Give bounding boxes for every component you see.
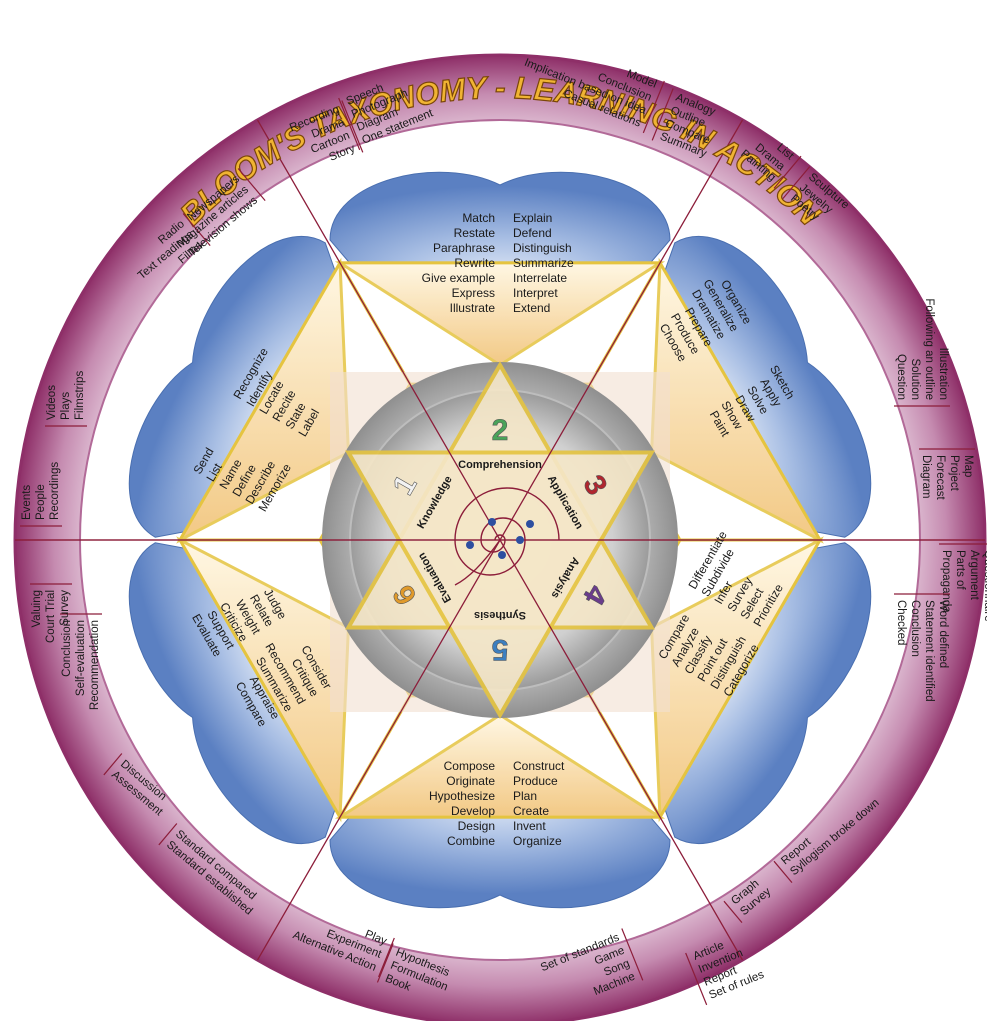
products-right-upper-a-item: Following an outline	[923, 298, 935, 400]
comprehension-left-item: Express	[452, 286, 495, 300]
comprehension-left-item: Give example	[422, 271, 496, 285]
products-left-lower-b-item: Court Trial	[45, 590, 57, 643]
products-right-upper-a-item: Solution	[909, 358, 921, 400]
products-right-upper-b-item: Diagram	[920, 455, 932, 498]
products-left-lower-a-item: Self-evaluation	[75, 620, 87, 696]
synthesis-right-item: Organize	[513, 834, 562, 848]
comprehension-right-item: Explain	[513, 211, 552, 225]
synthesis-right-item: Invent	[513, 819, 546, 833]
comprehension-left-item: Restate	[454, 226, 496, 240]
products-right-upper-a-item: Question	[895, 354, 907, 400]
synthesis-right-item: Construct	[513, 759, 565, 773]
products-left-upper-a-item: People	[35, 484, 47, 520]
comprehension-left-item: Rewrite	[454, 256, 495, 270]
products-right-upper-b-item: Map	[962, 455, 974, 477]
products-left-lower-a-item: Recommendation	[89, 620, 101, 710]
products-left-lower-b-item: Valuing	[31, 590, 43, 628]
synthesis-right-item: Produce	[513, 774, 558, 788]
comprehension-right-item: Interrelate	[513, 271, 567, 285]
products-right-lower-a-item: Parts of	[954, 550, 966, 590]
comprehension-left-item: Paraphrase	[433, 241, 495, 255]
comprehension-right-item: Extend	[513, 301, 550, 315]
synthesis-left-item: Hypothesize	[429, 789, 495, 803]
comprehension-right-item: Summarize	[513, 256, 574, 270]
level-number-synthesis: 5	[492, 633, 509, 666]
products-right-upper-b-item: Forecast	[934, 455, 946, 501]
level-name-comprehension: Comprehension	[458, 459, 542, 471]
level-number-comprehension: 2	[492, 414, 509, 447]
products-left-upper-b-item: Filmstrips	[74, 371, 86, 420]
synthesis-left-item: Develop	[451, 804, 495, 818]
comprehension-left-item: Match	[462, 211, 495, 225]
products-right-lower-b-item: Checked	[895, 600, 907, 645]
products-left-lower-b-item: Survey	[59, 590, 71, 626]
comprehension-right-item: Defend	[513, 226, 552, 240]
products-left-lower-a-item: Conclusion	[61, 620, 73, 677]
comprehension-right-item: Distinguish	[513, 241, 572, 255]
products-left-upper-a-item: Recordings	[49, 462, 61, 520]
synthesis-left-item: Compose	[444, 759, 496, 773]
products-right-lower-a-item: Questionnaire	[982, 550, 987, 622]
comprehension-left-item: Illustrate	[450, 301, 496, 315]
products-right-upper-a-item: Illustration	[937, 348, 949, 400]
products-right-lower-a-item: Argument	[968, 550, 980, 601]
synthesis-right-item: Create	[513, 804, 549, 818]
level-name-synthesis: Synthesis	[474, 609, 526, 621]
products-right-upper-b-item: Project	[948, 455, 960, 492]
synthesis-left-item: Design	[458, 819, 495, 833]
products-left-upper-a-item: Events	[21, 485, 33, 520]
products-left-upper-b-item: Plays	[60, 392, 72, 420]
synthesis-left-item: Originate	[446, 774, 495, 788]
comprehension-right-item: Interpret	[513, 286, 558, 300]
synthesis-left-item: Combine	[447, 834, 495, 848]
products-right-lower-b-item: Statement identified	[923, 600, 935, 702]
products-right-lower-b-item: Conclusion	[909, 600, 921, 657]
products-right-lower-b-item: Word defined	[937, 600, 949, 668]
products-left-upper-b-item: Videos	[46, 385, 58, 420]
synthesis-right-item: Plan	[513, 789, 537, 803]
